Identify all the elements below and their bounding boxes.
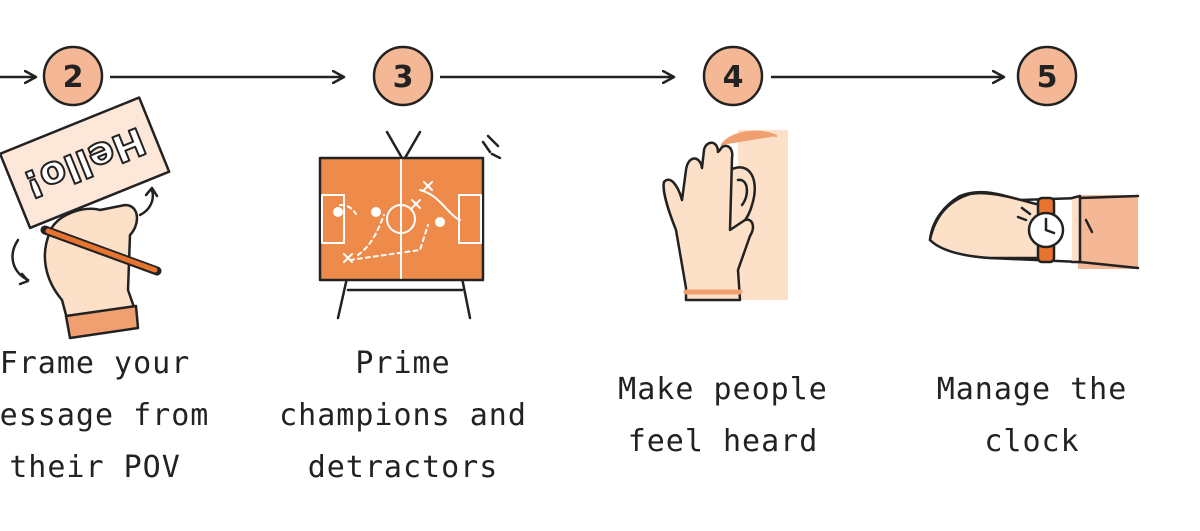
step-4-number: 4 <box>723 60 744 95</box>
step-2-caption-line-2: message from <box>0 398 210 433</box>
step-5-caption-line-2: clock <box>984 424 1080 459</box>
hand-cupped-to-ear-icon <box>662 130 788 302</box>
step-4-caption: Make people feel heard <box>608 364 838 468</box>
step-2-number: 2 <box>63 60 84 95</box>
step-4-caption-line-2: feel heard <box>627 424 819 459</box>
step-4-number-badge: 4 <box>702 45 764 107</box>
step-3-caption-line-2: champions and <box>279 398 527 433</box>
step-4-caption-line-1: Make people <box>618 372 828 407</box>
step-3-caption: Prime champions and detractors <box>278 338 528 494</box>
hand-writing-hello-sign-icon: Hello! <box>0 96 171 340</box>
step-3-caption-line-3: detractors <box>307 450 499 485</box>
step-2-caption-line-1: Frame your <box>0 346 191 381</box>
step-2-caption: Frame your message from their POV <box>0 338 210 494</box>
step-5-number: 5 <box>1037 60 1058 95</box>
step-3-number-badge: 3 <box>372 45 434 107</box>
tactics-board-on-easel-icon <box>318 130 502 320</box>
step-5-caption: Manage the clock <box>922 364 1142 468</box>
step-3-number: 3 <box>393 60 414 95</box>
wrist-watch-icon <box>928 190 1140 270</box>
step-5-number-badge: 5 <box>1016 45 1078 107</box>
step-2-caption-line-3: their POV <box>9 450 181 485</box>
step-2-number-badge: 2 <box>42 45 104 107</box>
step-3-caption-line-1: Prime <box>355 346 451 381</box>
step-5-caption-line-1: Manage the <box>936 372 1128 407</box>
